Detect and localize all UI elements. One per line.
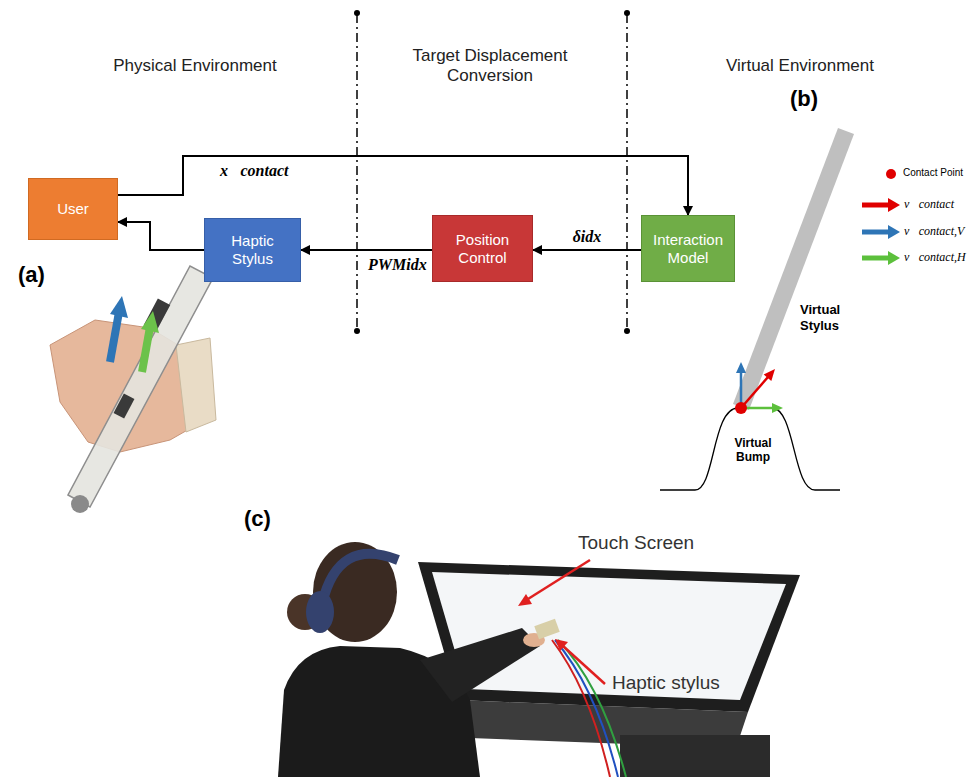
legend-sample — [862, 251, 900, 265]
box-text: Interaction Model — [648, 231, 728, 267]
legend-sample — [862, 225, 900, 239]
annotation-label: Virtual Bump — [724, 436, 782, 465]
hand-with-stylus — [50, 266, 216, 513]
connector-arrow — [118, 156, 688, 215]
legend-text: v⃗contact,V — [904, 225, 964, 238]
connector-arrow — [533, 249, 641, 251]
box-text: User — [57, 200, 89, 218]
annotation-label: Target Displacement Conversion — [395, 46, 585, 87]
panel-letter: (a) — [18, 262, 58, 288]
callout-arrows — [518, 560, 605, 684]
user-at-touch-screen — [278, 542, 800, 777]
legend-text: v⃗contact — [904, 198, 954, 211]
legend-text: v⃗contact,H — [904, 251, 966, 264]
process-box: Position Control — [432, 215, 533, 282]
box-text: Position Control — [439, 231, 526, 267]
signal-label: PWMidx — [366, 256, 429, 274]
annotation-label: Virtual Stylus — [800, 302, 866, 333]
signal-label: x⃗contact — [218, 162, 290, 180]
box-text: Haptic Stylus — [211, 232, 294, 268]
annotation-label: Touch Screen — [578, 532, 718, 555]
annotation-label: Haptic stylus — [612, 672, 742, 695]
connector-arrow — [301, 249, 432, 251]
process-box: User — [28, 178, 118, 240]
process-box: Interaction Model — [641, 215, 735, 282]
connector-arrow — [118, 222, 204, 250]
annotation-label: Physical Environment — [100, 56, 290, 76]
panel-letter: (b) — [790, 86, 830, 112]
signal-label: δidx — [571, 228, 604, 246]
annotation-label: Virtual Environment — [700, 56, 900, 76]
legend-sample — [886, 169, 896, 179]
panel-letter: (c) — [244, 506, 284, 532]
legend-sample — [862, 198, 900, 212]
legend-text: Contact Point — [903, 167, 963, 178]
process-box: Haptic Stylus — [204, 218, 301, 282]
section-dividers — [354, 10, 630, 334]
